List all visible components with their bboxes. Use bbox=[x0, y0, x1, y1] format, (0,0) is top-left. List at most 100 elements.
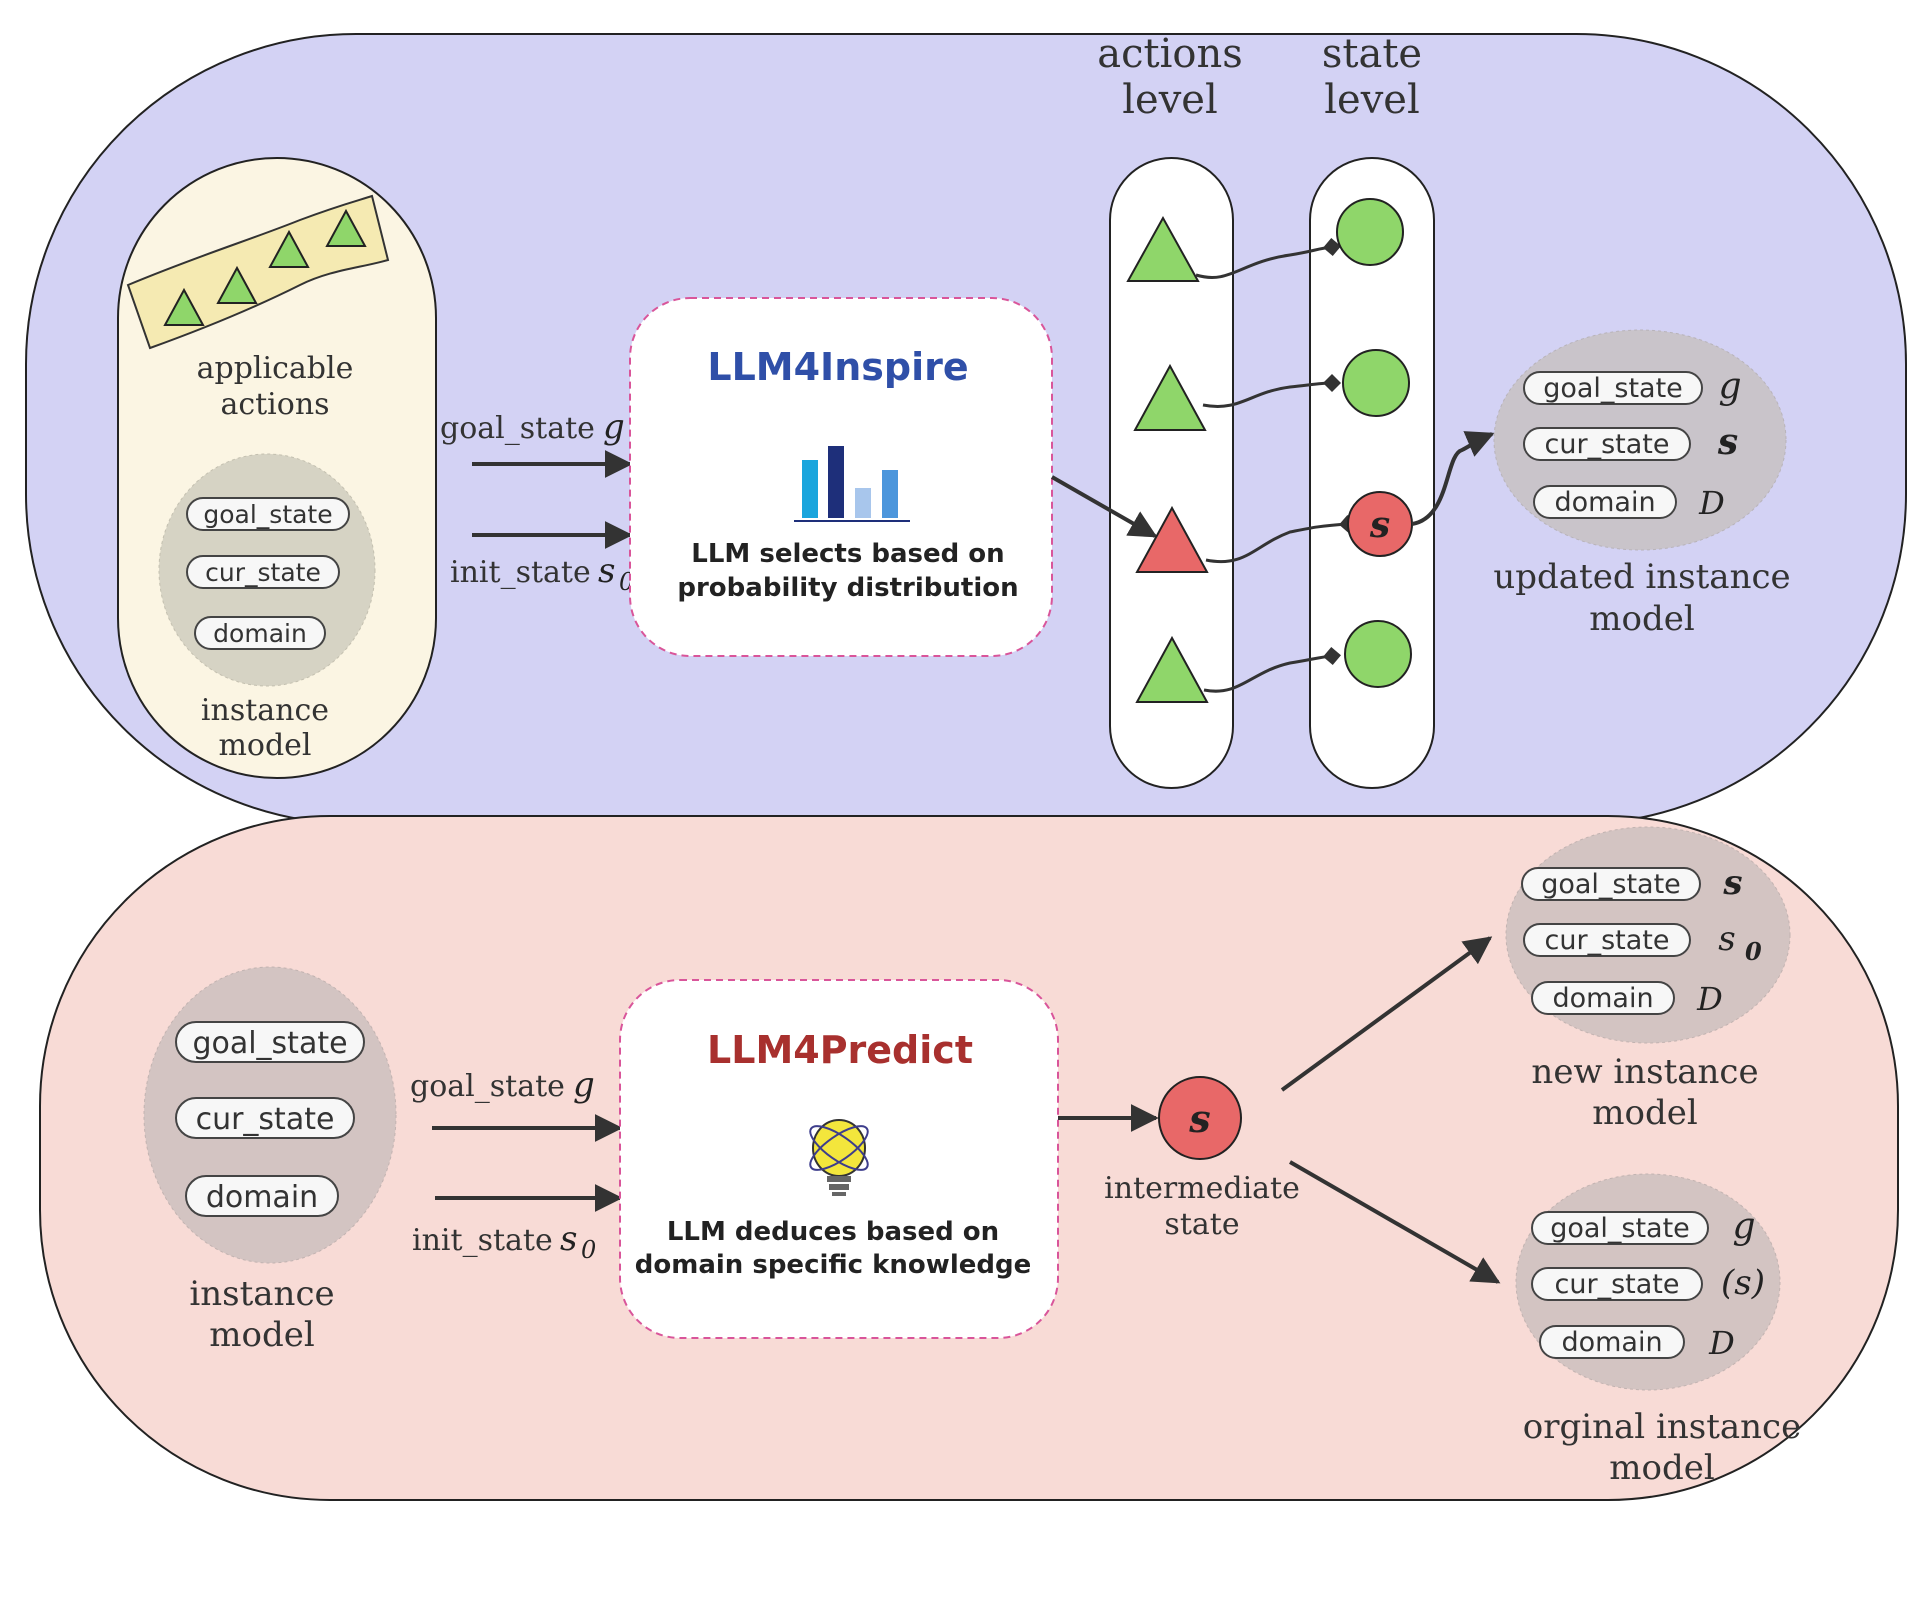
field-cur-state: cur_state bbox=[1555, 1269, 1680, 1300]
action-state-connector bbox=[1205, 515, 1357, 564]
field-pill bbox=[1531, 1211, 1709, 1245]
new-instance-model-label: model bbox=[1592, 1093, 1697, 1133]
field-pill bbox=[185, 1175, 339, 1217]
goal-state-arrow-label: goal_state bbox=[410, 1069, 565, 1104]
state-level-column bbox=[1309, 157, 1435, 789]
field-goal-state: goal_state bbox=[192, 1026, 347, 1061]
selected-state-symbol: s bbox=[1369, 504, 1390, 546]
updated-model-fields: goal_state g cur_state s domain D bbox=[1523, 366, 1742, 522]
instance-model-label: model bbox=[218, 728, 311, 763]
instance-model-label: instance bbox=[201, 693, 329, 728]
new-model-arrow bbox=[1280, 936, 1493, 1092]
original-instance-model-label: orginal instance bbox=[1523, 1407, 1801, 1447]
field-pill bbox=[186, 555, 340, 589]
actions-level-column bbox=[1109, 157, 1234, 789]
intermediate-state-symbol: s bbox=[1188, 1096, 1210, 1141]
instance-model-label: model bbox=[209, 1315, 314, 1355]
field-domain-value: D bbox=[1708, 1324, 1735, 1362]
field-domain: domain bbox=[213, 619, 307, 648]
field-pill bbox=[1523, 923, 1691, 957]
goal-symbol: g bbox=[603, 407, 625, 447]
predict-panel: goal_state cur_state domain instance mod… bbox=[39, 815, 1899, 1501]
field-domain: domain bbox=[206, 1180, 318, 1215]
field-cur-state: cur_state bbox=[1545, 925, 1670, 956]
field-pill bbox=[1533, 485, 1677, 519]
applicable-actions-label: actions bbox=[220, 387, 329, 422]
field-goal-state: goal_state bbox=[1541, 869, 1681, 900]
field-pill bbox=[1523, 371, 1703, 405]
action-triangle-icon bbox=[1135, 635, 1209, 703]
field-pill bbox=[1531, 1267, 1703, 1301]
inspire-panel: applicable actions goal_state cur_state … bbox=[25, 31, 1907, 825]
field-pill bbox=[186, 497, 350, 531]
field-cur-state-value: s bbox=[1718, 919, 1735, 959]
field-cur-state: cur_state bbox=[196, 1102, 335, 1137]
field-domain: domain bbox=[1552, 983, 1653, 1014]
goal-state-arrow-label: goal_state bbox=[440, 411, 595, 446]
action-triangle-icon bbox=[268, 229, 310, 268]
field-cur-state-value: s bbox=[1717, 421, 1738, 463]
selected-action-triangle-icon bbox=[1135, 505, 1209, 573]
llm4predict-description: LLM deduces based on bbox=[667, 1217, 999, 1247]
field-pill bbox=[1521, 867, 1701, 901]
field-domain: domain bbox=[1561, 1327, 1662, 1358]
selection-arrow bbox=[1051, 475, 1158, 538]
actions-level-header: level bbox=[1122, 77, 1218, 123]
intermediate-state-label: intermediate bbox=[1104, 1171, 1300, 1206]
action-triangle-icon bbox=[325, 208, 367, 247]
updated-instance-model-label: updated instance bbox=[1493, 557, 1790, 597]
new-model-fields: goal_state s cur_state s 0 domain D bbox=[1521, 863, 1762, 1018]
instance-model-fields: goal_state cur_state domain bbox=[186, 497, 350, 650]
action-state-connector bbox=[1202, 374, 1341, 408]
state-level-header: state bbox=[1322, 31, 1422, 77]
state-circle-icon bbox=[1342, 349, 1410, 417]
field-goal-state-value: g bbox=[1718, 366, 1741, 407]
field-goal-state: goal_state bbox=[203, 500, 332, 529]
field-pill bbox=[175, 1097, 355, 1139]
field-pill bbox=[1531, 981, 1675, 1015]
llm4inspire-description: LLM selects based on bbox=[691, 539, 1004, 569]
action-state-connector bbox=[1203, 647, 1341, 693]
field-pill bbox=[1539, 1325, 1685, 1359]
original-model-fields: goal_state g cur_state (s) domain D bbox=[1531, 1206, 1765, 1362]
field-cur-state: cur_state bbox=[1545, 429, 1670, 460]
field-goal-state: goal_state bbox=[1543, 373, 1683, 404]
updated-instance-model-label: model bbox=[1589, 599, 1694, 639]
new-instance-model-label: new instance bbox=[1531, 1052, 1758, 1092]
field-pill bbox=[194, 616, 326, 650]
instance-model-fields: goal_state cur_state domain bbox=[175, 1021, 365, 1217]
state-level-header: level bbox=[1324, 77, 1420, 123]
field-goal-state-value: s bbox=[1722, 863, 1742, 903]
goal-symbol: g bbox=[573, 1065, 595, 1105]
field-pill bbox=[175, 1021, 365, 1063]
llm4predict-description: domain specific knowledge bbox=[635, 1250, 1031, 1280]
field-domain-value: D bbox=[1698, 484, 1725, 522]
action-state-connector bbox=[1195, 238, 1341, 279]
field-goal-state-value: g bbox=[1732, 1206, 1755, 1247]
state-circle-icon bbox=[1344, 620, 1412, 688]
llm4inspire-description: probability distribution bbox=[677, 573, 1018, 603]
bar-chart-icon bbox=[794, 446, 910, 522]
update-arrow bbox=[1411, 431, 1495, 526]
state-circle-icon bbox=[1336, 198, 1404, 266]
actions-level-header: actions bbox=[1097, 31, 1243, 77]
init-state-arrow-label: init_state bbox=[412, 1223, 553, 1258]
init-symbol: s bbox=[598, 551, 615, 591]
field-cur-state-value-subscript: 0 bbox=[1745, 937, 1762, 966]
applicable-actions-label: applicable bbox=[197, 351, 354, 386]
action-triangle-icon bbox=[1133, 363, 1207, 431]
init-symbol: s bbox=[560, 1219, 577, 1259]
init-symbol-subscript: 0 bbox=[581, 1236, 596, 1264]
intermediate-state-circle-icon bbox=[1158, 1076, 1242, 1160]
lightbulb-atom-icon bbox=[809, 1119, 869, 1196]
action-triangle-icon bbox=[163, 287, 205, 326]
field-cur-state: cur_state bbox=[205, 558, 321, 587]
original-model-arrow bbox=[1289, 1160, 1501, 1284]
field-domain-value: D bbox=[1696, 980, 1723, 1018]
field-cur-state-value: (s) bbox=[1721, 1263, 1765, 1303]
action-triangle-icon bbox=[1126, 215, 1200, 282]
field-goal-state: goal_state bbox=[1550, 1213, 1690, 1244]
field-domain: domain bbox=[1554, 487, 1655, 518]
action-triangle-icon bbox=[216, 265, 258, 304]
